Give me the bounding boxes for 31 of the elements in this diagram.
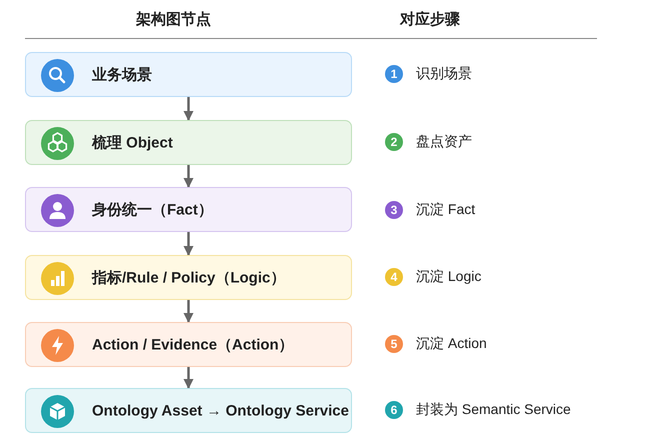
step-number: 6 <box>385 401 403 419</box>
node-label: Ontology Asset → Ontology Service <box>92 402 349 419</box>
process-box <box>25 52 352 97</box>
arrow <box>184 97 194 121</box>
step-label: 沉淀 Action <box>416 335 487 353</box>
step-label: 识别场景 <box>416 65 472 83</box>
step-number: 2 <box>385 133 403 151</box>
node-label: Action / Evidence（Action） <box>92 335 294 354</box>
step-number: 1 <box>385 65 403 83</box>
arrow <box>184 300 194 323</box>
step-label: 沉淀 Logic <box>416 268 482 286</box>
column-header: 对应步骤 <box>400 10 460 29</box>
arrow <box>184 232 194 256</box>
arrow <box>184 367 194 389</box>
process-box <box>25 120 352 165</box>
node-label: 梳理 Object <box>92 133 173 152</box>
step-label: 沉淀 Fact <box>416 201 476 219</box>
node-label: 身份统一（Fact） <box>92 200 213 219</box>
step-number: 5 <box>385 335 403 353</box>
process-box <box>25 187 352 232</box>
step-label: 封装为 Semantic Service <box>416 401 571 419</box>
node-label: 指标/Rule / Policy（Logic） <box>92 268 286 287</box>
process-box <box>25 388 352 433</box>
process-box <box>25 255 352 300</box>
process-box <box>25 322 352 367</box>
column-header: 架构图节点 <box>136 10 211 29</box>
arrow <box>184 165 194 188</box>
step-label: 盘点资产 <box>416 133 472 151</box>
node-label: 业务场景 <box>92 65 152 84</box>
step-number: 4 <box>385 268 403 286</box>
step-number: 3 <box>385 201 403 219</box>
